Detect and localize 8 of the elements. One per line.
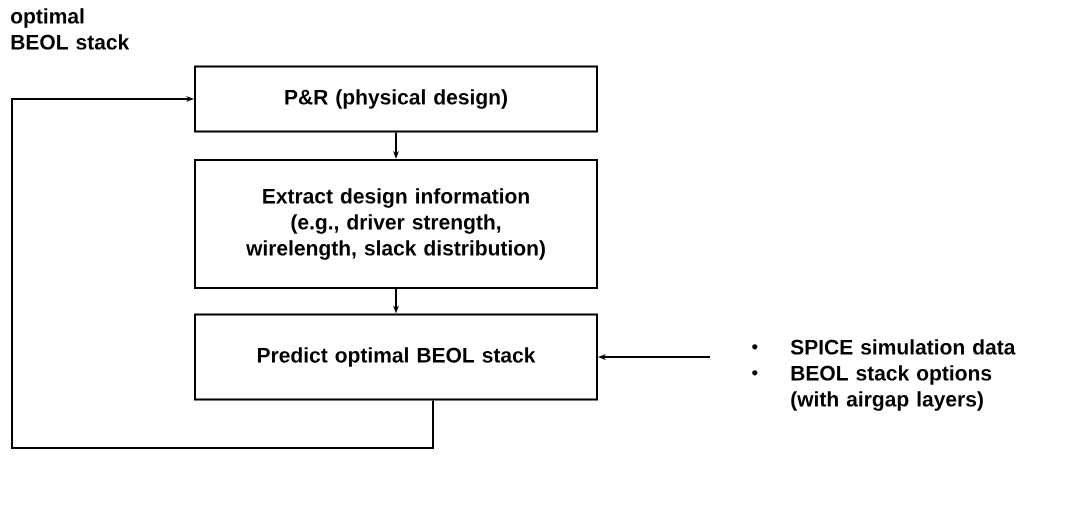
process-box: Predict optimal BEOL stack <box>194 313 598 401</box>
node-label: BEOL stack options (with airgap layers) <box>791 365 992 411</box>
process-box: Extract design information (e.g., driver strength, wirelength, slack distribution) <box>194 159 598 289</box>
bullet-list: SPICE simulation data BEOL stack options (with airgap layers) <box>752 339 1016 411</box>
process-box: P&R (physical design) <box>194 65 598 133</box>
arrow <box>11 95 434 449</box>
edge-label: optimal BEOL stack <box>11 8 130 50</box>
node-label: SPICE simulation data <box>790 339 1016 355</box>
